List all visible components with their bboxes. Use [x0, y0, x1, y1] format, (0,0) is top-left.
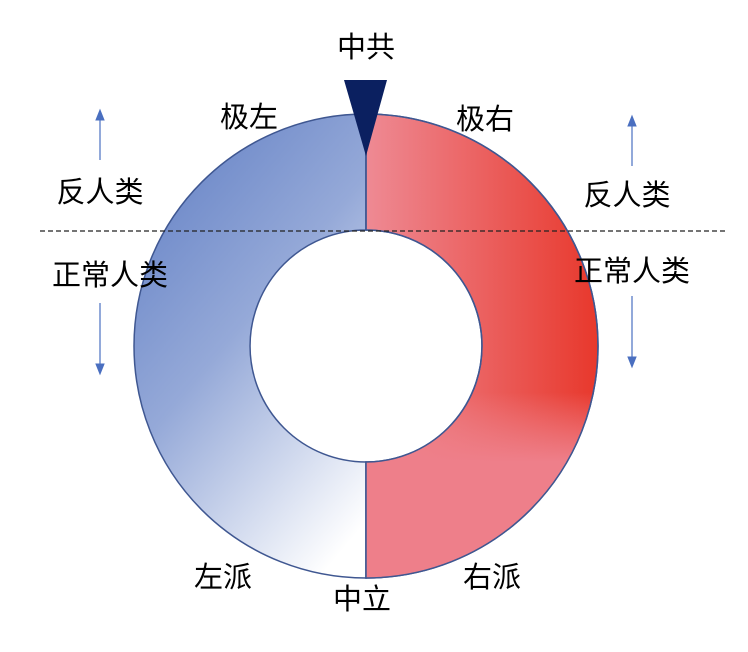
arrow-up-left-icon — [95, 108, 105, 160]
label-top: 中共 — [337, 30, 395, 64]
label-far-right: 极右 — [456, 102, 514, 136]
arrow-down-right-icon — [627, 296, 637, 369]
label-neutral: 中立 — [333, 582, 391, 616]
pointer-triangle-icon — [344, 80, 387, 156]
right-half-ring-lower-tint — [365, 113, 599, 579]
label-normal-human-left: 正常人类 — [52, 258, 168, 292]
label-left: 左派 — [194, 560, 252, 594]
label-right: 右派 — [463, 560, 521, 594]
label-anti-human-left: 反人类 — [56, 175, 143, 209]
left-half-ring — [133, 113, 367, 579]
label-normal-human-right: 正常人类 — [574, 254, 690, 288]
arrow-down-left-icon — [95, 303, 105, 376]
arrow-up-right-icon — [627, 114, 637, 166]
label-far-left: 极左 — [220, 100, 278, 134]
label-anti-human-right: 反人类 — [583, 178, 670, 212]
